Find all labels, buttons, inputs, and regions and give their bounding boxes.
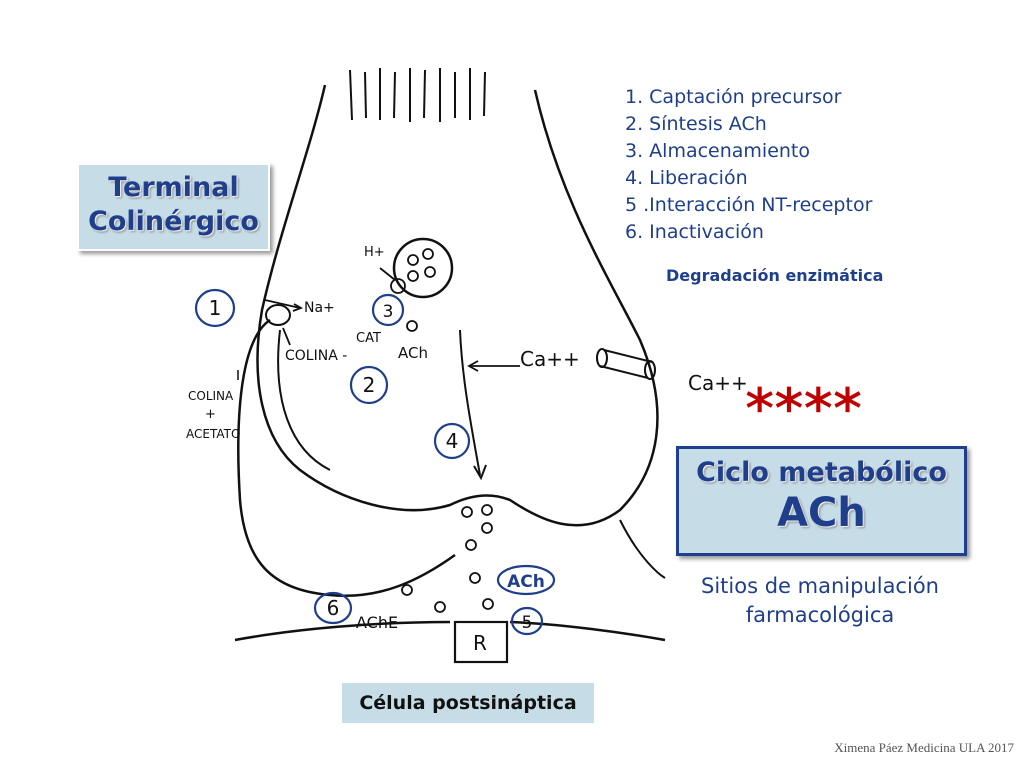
ach-cleft-label: ACh (507, 572, 545, 592)
calcium-channel (596, 348, 656, 380)
h-arrow (379, 267, 396, 281)
terminal-title-line2: Colinérgico (88, 206, 259, 237)
glia-outline (237, 318, 456, 597)
step-6: 6. Inactivación (625, 221, 764, 243)
colina-acetato-line3: ACETATO (186, 427, 240, 441)
cycle-box-line1: Ciclo metabólico (696, 457, 947, 488)
vesicle-ach-3 (407, 270, 419, 282)
marker-6: 6 (327, 596, 340, 620)
terminal-outline (256, 84, 659, 527)
na-plus-label: Na+ (304, 300, 335, 316)
vesicle-ach-2 (422, 248, 434, 260)
marker-1-ring (194, 288, 236, 328)
colina-acetato-line1: COLINA (188, 389, 234, 403)
glia-outline-2 (619, 519, 666, 579)
vesicle-ach-1 (407, 254, 419, 266)
step-5: 5 .Interacción NT-receptor (625, 194, 873, 216)
terminal-title-line1: Terminal (108, 172, 239, 203)
cleft-ach (401, 504, 494, 613)
receptor-label: R (473, 631, 487, 655)
colina-label: COLINA - (285, 348, 347, 364)
terminal-inner-outline (277, 329, 331, 471)
vesicle-ach-4 (424, 266, 436, 278)
ache-label: AChE (356, 613, 398, 632)
ca-out-label: Ca++ (688, 371, 748, 395)
step-1: 1. Captación precursor (625, 86, 842, 108)
choline-arrow (282, 327, 291, 346)
step-6-detail: Degradación enzimática (666, 266, 884, 285)
step-4: 4. Liberación (625, 167, 748, 189)
ach-label: ACh (398, 344, 428, 362)
step-markers (194, 288, 556, 636)
credit-text: Ximena Páez Medicina ULA 2017 (834, 740, 1014, 755)
vesicle-transporter (390, 278, 406, 294)
terminal-title-box: Terminal Colinérgico (77, 163, 270, 251)
ca-in-label: Ca++ (520, 347, 580, 371)
h-plus-label: H+ (364, 245, 385, 260)
ach-cleft-ring (496, 564, 556, 596)
marker-5: 5 (522, 613, 533, 633)
sites-text: Sitios de manipulación farmacológica (660, 572, 980, 630)
postsynaptic-membrane (234, 620, 666, 642)
step-3: 3. Almacenamiento (625, 140, 811, 162)
sites-text-line1: Sitios de manipulación (701, 574, 939, 598)
marker-2: 2 (363, 373, 376, 397)
marker-3-ring (371, 293, 405, 327)
marker-1: 1 (209, 296, 222, 320)
marker-6-ring (313, 591, 353, 625)
cycle-box-line2: ACh (777, 490, 866, 536)
release-arrow (459, 329, 481, 476)
colina-acetato-line2: + (205, 407, 216, 422)
postsynaptic-label: Célula postsináptica (342, 683, 594, 723)
marker-3: 3 (383, 302, 394, 322)
steps-list: 1. Captación precursor 2. Síntesis ACh 3… (625, 84, 872, 246)
axon-lines (349, 68, 486, 122)
cat-label: CAT (356, 331, 381, 346)
receptor (453, 620, 509, 664)
stars: **** (745, 377, 862, 442)
na-arrow (264, 299, 301, 309)
marker-4-ring (433, 422, 471, 460)
choline-transporter (265, 304, 291, 326)
marker-4: 4 (446, 429, 459, 453)
cycle-box: Ciclo metabólico ACh (676, 446, 967, 556)
marker-2-ring (349, 365, 389, 405)
sites-text-line2: farmacológica (745, 603, 895, 627)
synaptic-vesicle (392, 237, 454, 299)
marker-5-ring (510, 606, 544, 636)
free-ach (406, 320, 418, 332)
step-2: 2. Síntesis ACh (625, 113, 767, 135)
